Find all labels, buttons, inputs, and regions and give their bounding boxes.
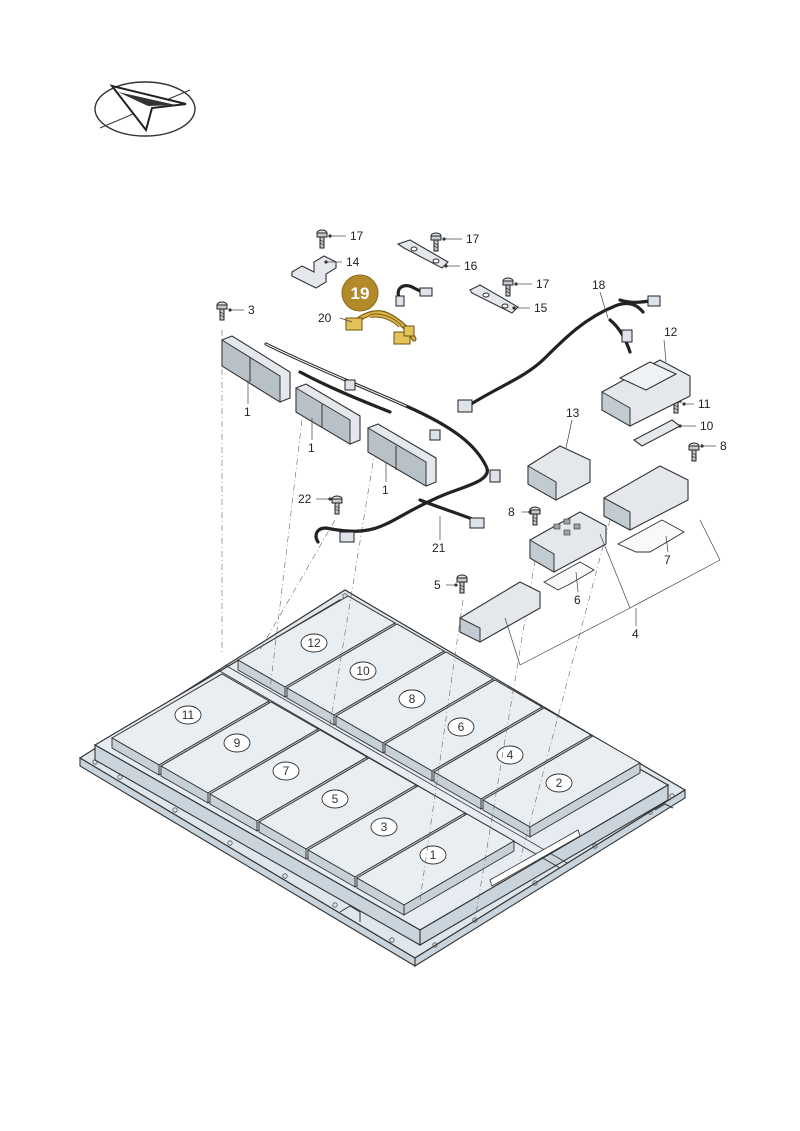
wiring-harness-18	[457, 295, 661, 413]
callout-label: 17	[466, 232, 480, 246]
assembly-lines	[221, 330, 611, 921]
callout-label: 15	[534, 301, 548, 315]
cell-number: 3	[381, 820, 388, 834]
callout-label: 1	[244, 405, 251, 419]
cell-number: 2	[556, 776, 563, 790]
connector-module-5	[459, 581, 541, 643]
junction-box-12	[601, 359, 691, 427]
callout-label: 3	[248, 303, 255, 317]
fuse-box	[529, 511, 607, 573]
callout-label: 16	[464, 259, 478, 273]
group-bracket-4	[504, 519, 721, 666]
callout-label: 1	[308, 441, 315, 455]
callout-label: 6	[574, 593, 581, 607]
wiring-19	[395, 284, 433, 307]
callout-label: 5	[434, 578, 441, 592]
cell-number: 4	[507, 748, 514, 762]
callout-label: 4	[632, 627, 639, 641]
module-cover-1a	[221, 335, 291, 403]
cell-number: 12	[307, 636, 321, 650]
callout-label: 7	[664, 553, 671, 567]
battery-modules: 12 10 8 6 4 2 11 9 7 5 3 1	[111, 595, 641, 916]
wiring-harness-20-highlighted	[345, 310, 417, 345]
wiring-harness-21	[264, 342, 501, 544]
cell-number: 7	[283, 764, 290, 778]
busbar-10	[632, 419, 682, 447]
bracket-16	[396, 239, 449, 269]
callout-label: 11	[698, 397, 711, 411]
callout-label: 13	[566, 406, 580, 420]
callout-label: 17	[350, 229, 364, 243]
svg-text:19: 19	[351, 284, 370, 303]
bracket-14	[291, 255, 337, 289]
callout-label: 14	[346, 255, 360, 269]
callout-label: 10	[700, 419, 714, 433]
module-cover-1c	[367, 423, 437, 487]
callout-label: 21	[432, 541, 446, 555]
orientation-arrow-icon	[94, 81, 196, 137]
cell-number: 11	[182, 708, 195, 722]
highlight-badge-19: 19	[341, 274, 379, 312]
cell-number: 9	[234, 736, 241, 750]
bracket-15	[469, 284, 519, 314]
cell-number: 6	[458, 720, 465, 734]
cell-number: 1	[430, 848, 437, 862]
callout-label: 8	[508, 505, 515, 519]
callout-label: 1	[382, 483, 389, 497]
callout-label: 8	[720, 439, 727, 453]
cover-13	[527, 445, 591, 501]
cell-number: 5	[332, 792, 339, 806]
cell-number: 10	[356, 664, 370, 678]
callout-label: 20	[318, 311, 332, 325]
relay-module	[603, 465, 689, 531]
cell-number: 8	[409, 692, 416, 706]
leader-lines	[230, 235, 716, 626]
gasket-6	[543, 561, 595, 591]
callout-label: 17	[536, 277, 550, 291]
callouts: 17 17 17 14 16 15 18 3 20 12 11 10 8 8 1…	[244, 229, 727, 641]
module-cover-1b	[295, 383, 361, 445]
callout-label: 22	[298, 492, 312, 506]
callout-label: 12	[664, 325, 678, 339]
callout-label: 18	[592, 278, 606, 292]
